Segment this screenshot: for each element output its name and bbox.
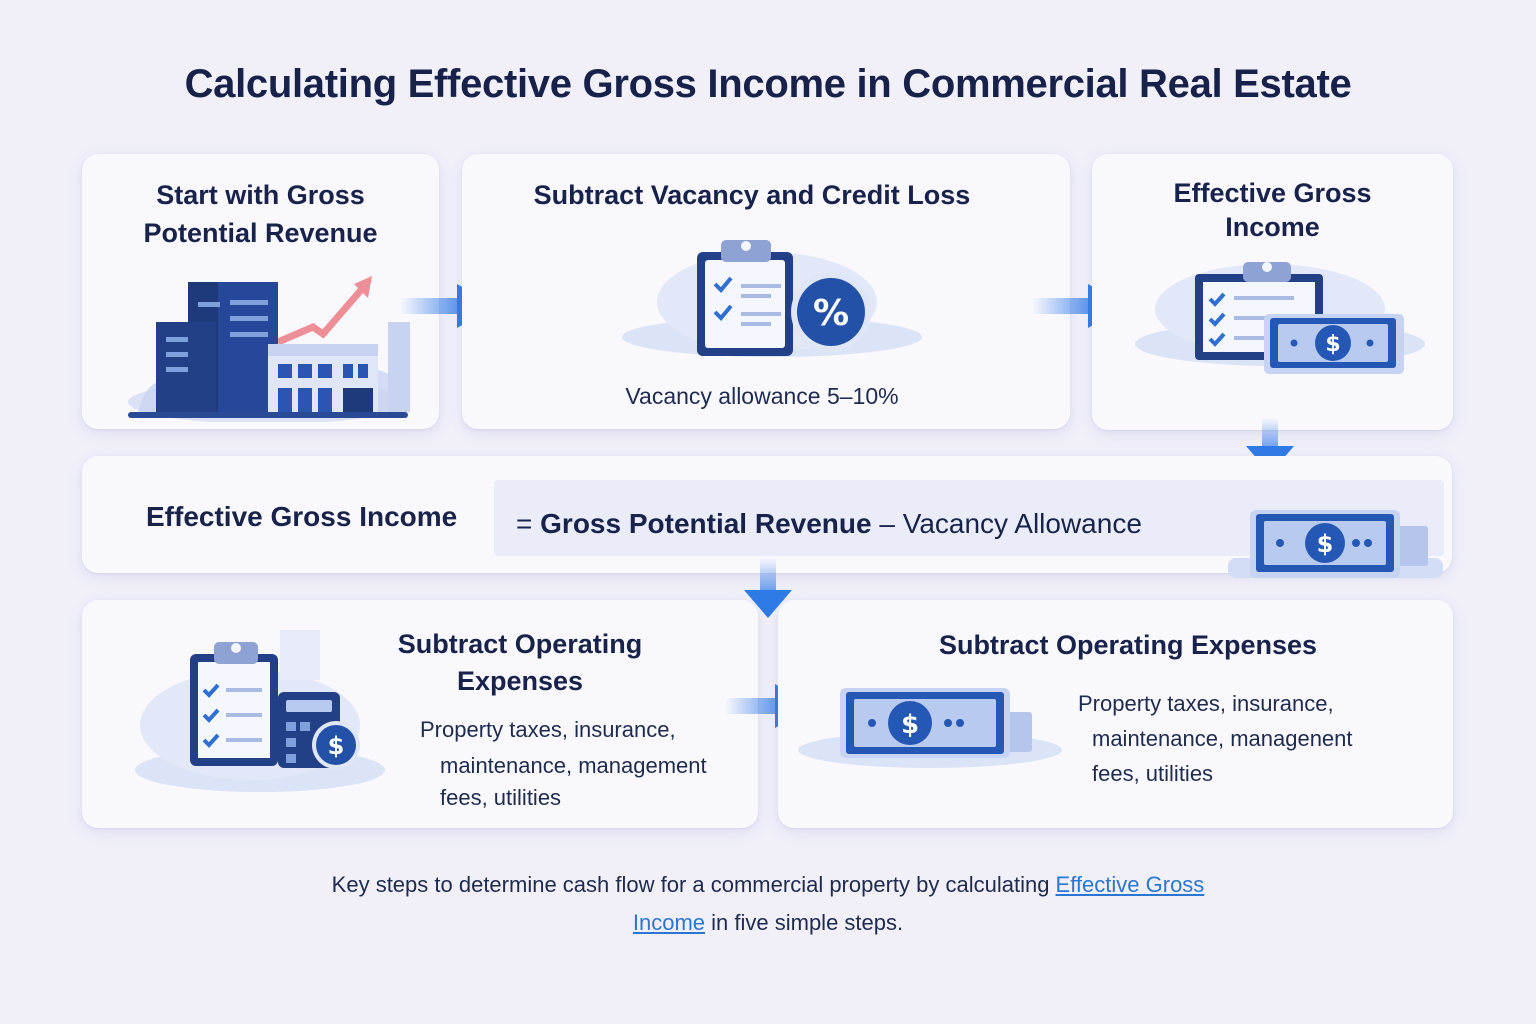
- formula-term-gross-potential-revenue: Gross Potential Revenue: [540, 508, 872, 539]
- formula-rhs: = Gross Potential Revenue – Vacancy Allo…: [516, 505, 1142, 543]
- operating-expenses-list: Property taxes, insurance, maintenance, …: [420, 717, 707, 810]
- office-buildings-growth-icon: [128, 276, 410, 422]
- page-title: Calculating Effective Gross Income in Co…: [184, 62, 1352, 106]
- step-title: Subtract Operating Expenses: [938, 630, 1318, 660]
- formula-lhs: Effective Gross Income: [146, 501, 458, 532]
- step-title: Subtract Operating Expenses: [397, 629, 643, 696]
- vacancy-allowance-text: Vacancy allowance 5–10%: [625, 383, 899, 409]
- svg-text:%: %: [813, 293, 849, 334]
- step-title: Subtract Vacancy and Credit Loss: [533, 180, 971, 210]
- clipboard-calculator-dollar-icon: $: [135, 630, 385, 792]
- step-card-vacancy-credit-loss: Subtract Vacancy and Credit Loss % Vacan…: [462, 154, 1070, 429]
- formula-term-vacancy-allowance: Vacancy Allowance: [902, 508, 1142, 539]
- dollar-bill-icon: $: [1228, 510, 1443, 578]
- effective-gross-income-link[interactable]: Effective Gross: [1055, 872, 1205, 897]
- formula-equals: =: [516, 508, 533, 539]
- svg-text:$: $: [1325, 332, 1340, 357]
- svg-text:$: $: [1317, 530, 1334, 558]
- clipboard-percent-icon: %: [622, 240, 922, 357]
- dollar-bill-icon: $: [798, 688, 1062, 768]
- step-title: Effective Gross Income: [1173, 178, 1372, 242]
- footer-caption: Key steps to determine cash flow for a c…: [331, 872, 1205, 935]
- step-card-operating-expenses-right: Subtract Operating Expenses $ Property t…: [778, 600, 1453, 828]
- svg-text:$: $: [901, 710, 919, 740]
- operating-expenses-list: Property taxes, insurance, maintenance, …: [1078, 691, 1353, 786]
- effective-gross-income-link[interactable]: Income: [632, 910, 706, 935]
- step-card-effective-gross-income: Effective Gross Income $: [1092, 154, 1453, 430]
- step-title: Start with Gross Potential Revenue: [143, 180, 378, 248]
- formula-minus: –: [879, 508, 895, 539]
- svg-text:$: $: [328, 732, 345, 760]
- step-card-gross-potential-revenue: Start with Gross Potential Revenue: [82, 154, 439, 429]
- step-card-operating-expenses-left: $ Subtract Operating Expenses Property t…: [82, 600, 758, 828]
- clipboard-money-icon: $: [1135, 262, 1425, 374]
